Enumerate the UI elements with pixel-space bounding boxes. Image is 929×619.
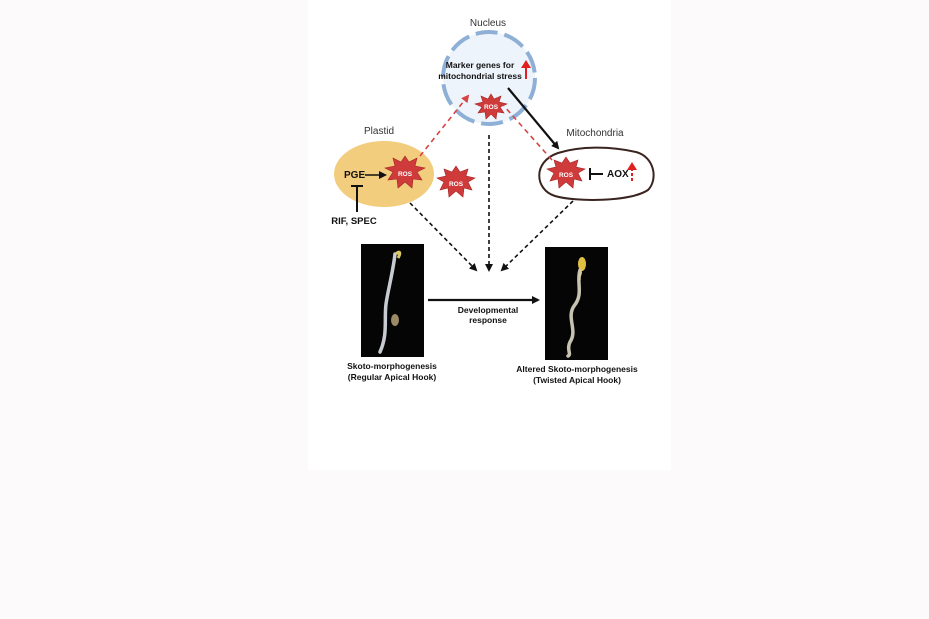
mitochondria-to-nucleus-signal	[503, 105, 553, 161]
ros-label-mitochondria: ROS	[559, 172, 574, 179]
developmental-response-label-line1: Developmental	[458, 305, 518, 315]
ros-label-nucleus: ROS	[484, 104, 499, 111]
marker-genes-label-line2: mitochondrial stress	[438, 71, 522, 81]
ros-label-cytosol: ROS	[449, 181, 464, 188]
marker-genes-label-line1: Marker genes for	[446, 60, 515, 70]
left-caption-line1: Skoto-morphogenesis	[347, 361, 437, 371]
ros-label-plastid: ROS	[398, 171, 413, 178]
twisted-seedling-photo	[545, 247, 608, 360]
regular-seedling-photo	[361, 244, 424, 357]
pge-label: PGE	[344, 170, 365, 181]
nucleus-label: Nucleus	[470, 18, 506, 29]
right-caption-line2: (Twisted Apical Hook)	[533, 375, 621, 385]
plastid-label: Plastid	[364, 126, 394, 137]
ros-burst-plastid: ROS	[384, 155, 426, 189]
plastid-to-nucleus-signal	[419, 94, 470, 157]
mitochondria-label: Mitochondria	[566, 128, 624, 139]
right-caption-line1: Altered Skoto-morphogenesis	[516, 364, 638, 374]
ros-burst-cytosol: ROS	[436, 165, 476, 198]
plastid-to-response-arrow	[409, 202, 478, 272]
developmental-response-label-line2: response	[469, 315, 507, 325]
left-caption-line2: (Regular Apical Hook)	[348, 372, 437, 382]
mitochondria-to-response-arrow	[500, 200, 574, 272]
inhibition-symbol	[351, 185, 363, 212]
up-arrow-icon	[521, 60, 531, 79]
ros-burst-mitochondria: ROS	[546, 156, 586, 189]
inhibitors-label: RIF, SPEC	[331, 216, 377, 227]
up-arrow-dashed-icon	[627, 162, 637, 181]
aox-label: AOX	[607, 169, 629, 180]
aox-inhibits-ros-symbol	[589, 168, 603, 180]
ros-burst-nucleus: ROS	[474, 93, 508, 120]
nucleus-to-mitochondria-arrow	[507, 87, 560, 150]
